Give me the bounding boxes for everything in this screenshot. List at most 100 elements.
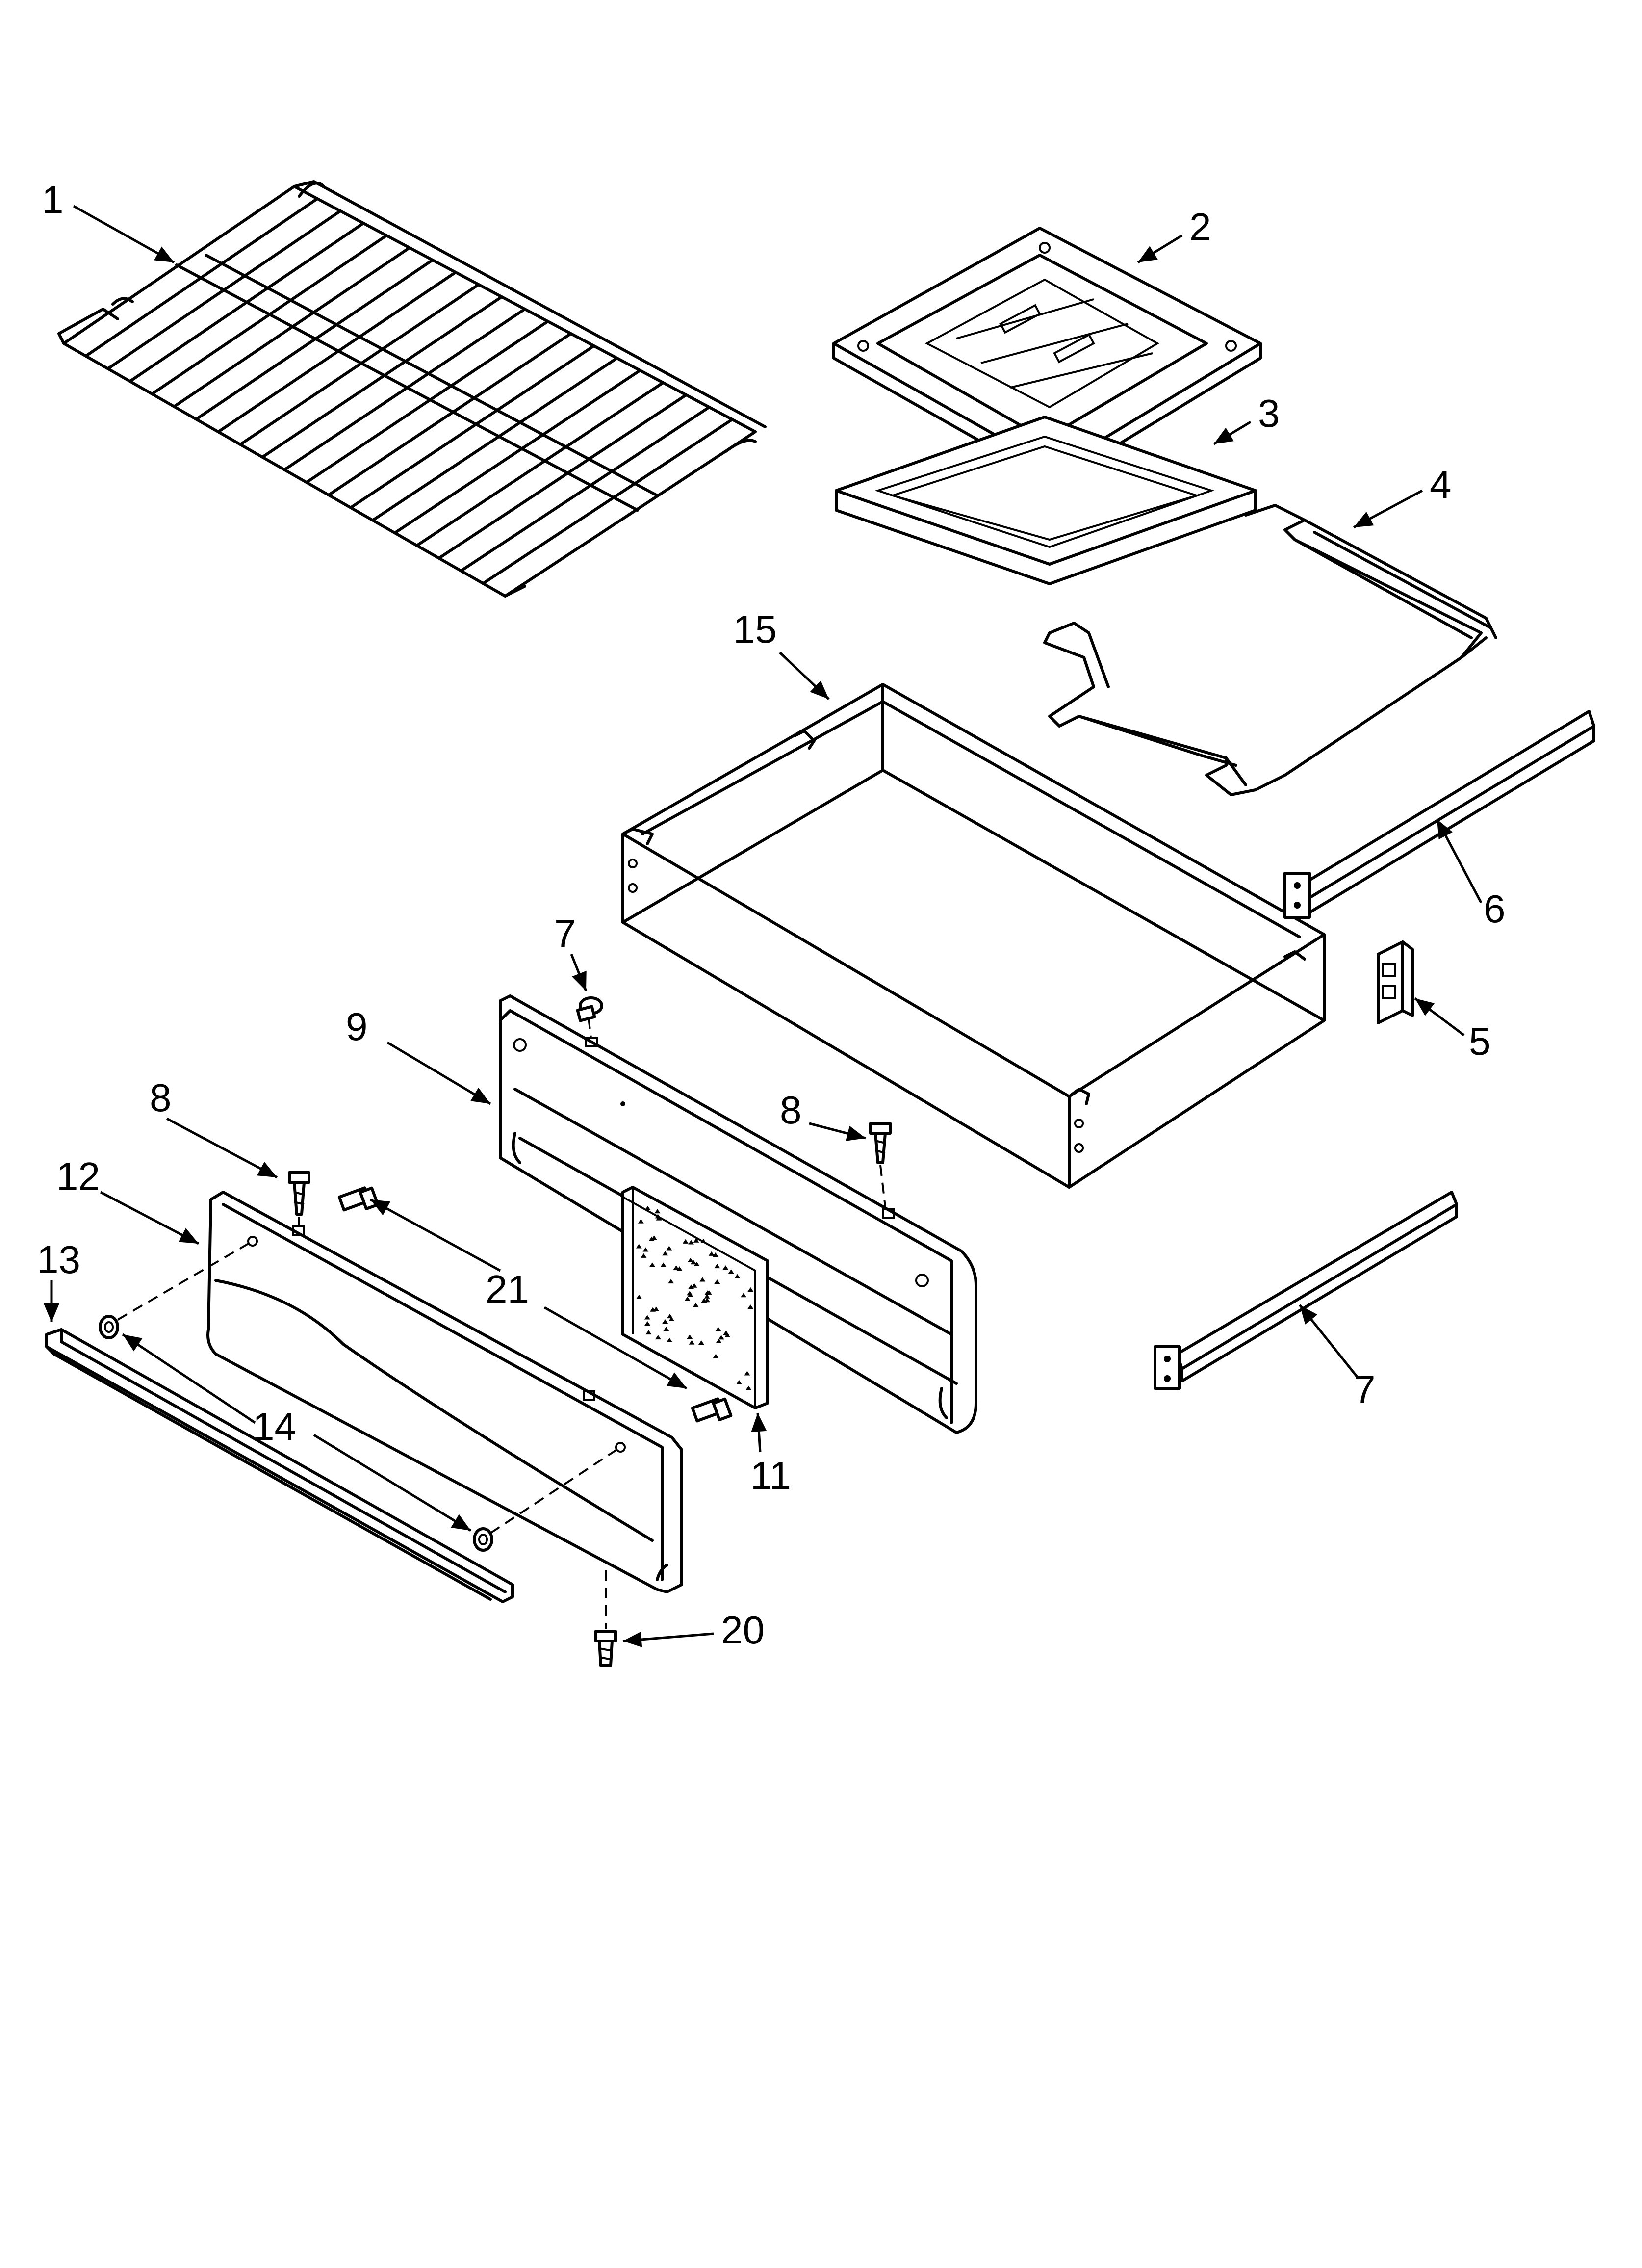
- insulation-speck: [662, 1319, 668, 1324]
- rack-wire: [460, 406, 711, 573]
- leader-arrowhead: [1138, 246, 1158, 262]
- insulation-speck: [728, 1269, 734, 1274]
- callout-7-lower: 7: [1354, 1368, 1376, 1411]
- storage-drawer-part: [621, 683, 1326, 1189]
- callout-15: 15: [733, 607, 777, 651]
- insulation-speck: [684, 1296, 691, 1301]
- screw-part-8-center: [869, 1122, 892, 1164]
- broiler-pan-part: [835, 416, 1257, 585]
- callout-3: 3: [1258, 391, 1280, 435]
- insulation-speck: [642, 1247, 649, 1252]
- insulation-speck: [723, 1330, 729, 1335]
- rack-wire: [305, 320, 549, 484]
- insulation-speck: [734, 1274, 741, 1278]
- insulation-speck: [708, 1251, 715, 1256]
- insulation-speck: [693, 1303, 699, 1307]
- insulation-speck: [713, 1354, 719, 1358]
- leader-arrowhead: [1300, 1305, 1318, 1325]
- leader-lines: [44, 205, 1483, 1647]
- insulation-speck: [662, 1251, 668, 1256]
- insulation-speck: [724, 1332, 731, 1337]
- insulation-speck: [714, 1279, 720, 1284]
- drawer-slide-upper-part: [1283, 710, 1595, 919]
- leader-arrowhead: [257, 1162, 277, 1177]
- leader-line: [369, 1198, 501, 1272]
- callout-4: 4: [1430, 463, 1452, 506]
- insulation-speck: [651, 1235, 657, 1240]
- rack-wire: [327, 332, 572, 496]
- insulation-speck: [693, 1261, 700, 1266]
- rack-wire: [482, 418, 734, 585]
- insulation-speck: [644, 1315, 650, 1320]
- callout-2: 2: [1189, 205, 1211, 249]
- leader-line: [386, 1041, 491, 1105]
- oven-rack-part: [57, 180, 767, 598]
- insulation-speck: [653, 1306, 659, 1311]
- insulation-speck: [716, 1338, 722, 1343]
- callout-9: 9: [346, 1005, 368, 1048]
- insulation-speck: [689, 1340, 695, 1345]
- rack-wire: [261, 295, 503, 459]
- insulation-speck: [673, 1265, 679, 1270]
- callout-1: 1: [42, 178, 64, 222]
- insulation-speck: [688, 1284, 694, 1289]
- callout-7-upper: 7: [554, 912, 576, 955]
- screw-part-20: [594, 1630, 617, 1667]
- insulation-speck: [655, 1214, 661, 1219]
- insulation-speck: [700, 1238, 707, 1243]
- insulation-speck: [706, 1290, 712, 1295]
- insulation-speck: [736, 1380, 743, 1384]
- drawer-trim-part: [45, 1328, 514, 1603]
- rack-wire: [239, 283, 480, 446]
- rack-wire: [437, 393, 688, 560]
- rack-wire: [393, 369, 641, 535]
- insulation-speck: [638, 1219, 644, 1224]
- insulation-speck: [644, 1205, 651, 1210]
- drawer-slide-lower-part: [1154, 1191, 1458, 1390]
- insulation-speck: [747, 1304, 754, 1309]
- insulation-pad-part: [621, 1186, 769, 1410]
- insulation-speck: [644, 1321, 651, 1326]
- drawer-front-panel-part: [206, 1191, 683, 1593]
- insulation-speck: [667, 1314, 673, 1319]
- insulation-speck: [641, 1253, 647, 1258]
- slide-bracket-part: [1377, 940, 1414, 1024]
- insulation-speck: [667, 1338, 673, 1343]
- insulation-speck: [663, 1327, 669, 1331]
- leader-line: [543, 1306, 688, 1390]
- leader-line: [313, 1434, 472, 1532]
- insulation-speck: [688, 1240, 694, 1245]
- leader-arrowhead: [1354, 511, 1374, 527]
- insulation-speck: [699, 1277, 706, 1282]
- callout-21: 21: [486, 1267, 529, 1311]
- insulation-speck: [636, 1294, 642, 1299]
- insulation-speck: [655, 1335, 661, 1340]
- callout-12: 12: [56, 1154, 100, 1198]
- callout-5: 5: [1469, 1019, 1491, 1063]
- insulation-speck: [698, 1340, 704, 1345]
- drawer-inner-panel-part: [499, 994, 977, 1434]
- callout-8-center: 8: [780, 1088, 802, 1132]
- insulation-speck: [654, 1209, 661, 1214]
- insulation-speck: [649, 1262, 655, 1267]
- assembly-lines: [117, 1017, 886, 1629]
- rack-wire: [283, 308, 526, 471]
- insulation-speck: [687, 1291, 693, 1296]
- screw-part-8-left: [288, 1171, 310, 1216]
- leader-arrowhead: [470, 1087, 490, 1104]
- leader-arrowhead: [846, 1125, 866, 1141]
- callout-6: 6: [1484, 887, 1506, 931]
- leader-arrowhead: [370, 1199, 391, 1216]
- screw-part-21-right: [691, 1397, 733, 1423]
- callout-14: 14: [253, 1405, 296, 1448]
- insulation-speck: [693, 1238, 699, 1243]
- leader-arrowhead: [623, 1631, 642, 1647]
- leader-arrowhead: [178, 1228, 199, 1244]
- insulation-speck: [687, 1257, 693, 1262]
- insulation-speck: [722, 1265, 729, 1270]
- insulation-speck: [744, 1371, 750, 1376]
- leader-arrowhead: [1437, 819, 1453, 840]
- leader-arrowhead: [751, 1413, 767, 1432]
- leader-arrowhead: [1415, 998, 1435, 1016]
